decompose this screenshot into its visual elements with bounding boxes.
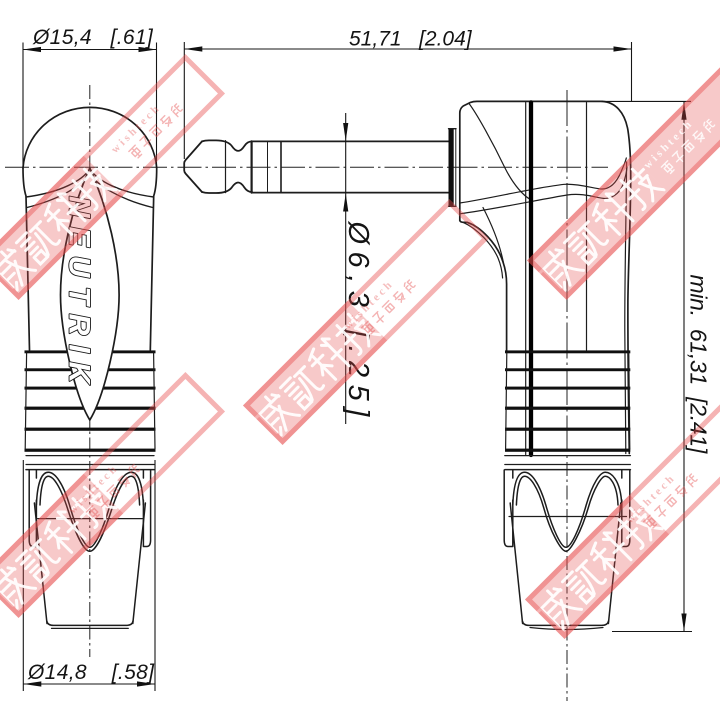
svg-text:Ø15,4 [.61]: Ø15,4 [.61] bbox=[32, 26, 154, 49]
svg-text:min. 61,31 [2.41]: min. 61,31 [2.41] bbox=[686, 275, 712, 454]
svg-text:51,71 [2.04]: 51,71 [2.04] bbox=[349, 28, 473, 51]
svg-text:Ø14,8 [.58]: Ø14,8 [.58] bbox=[27, 661, 155, 684]
